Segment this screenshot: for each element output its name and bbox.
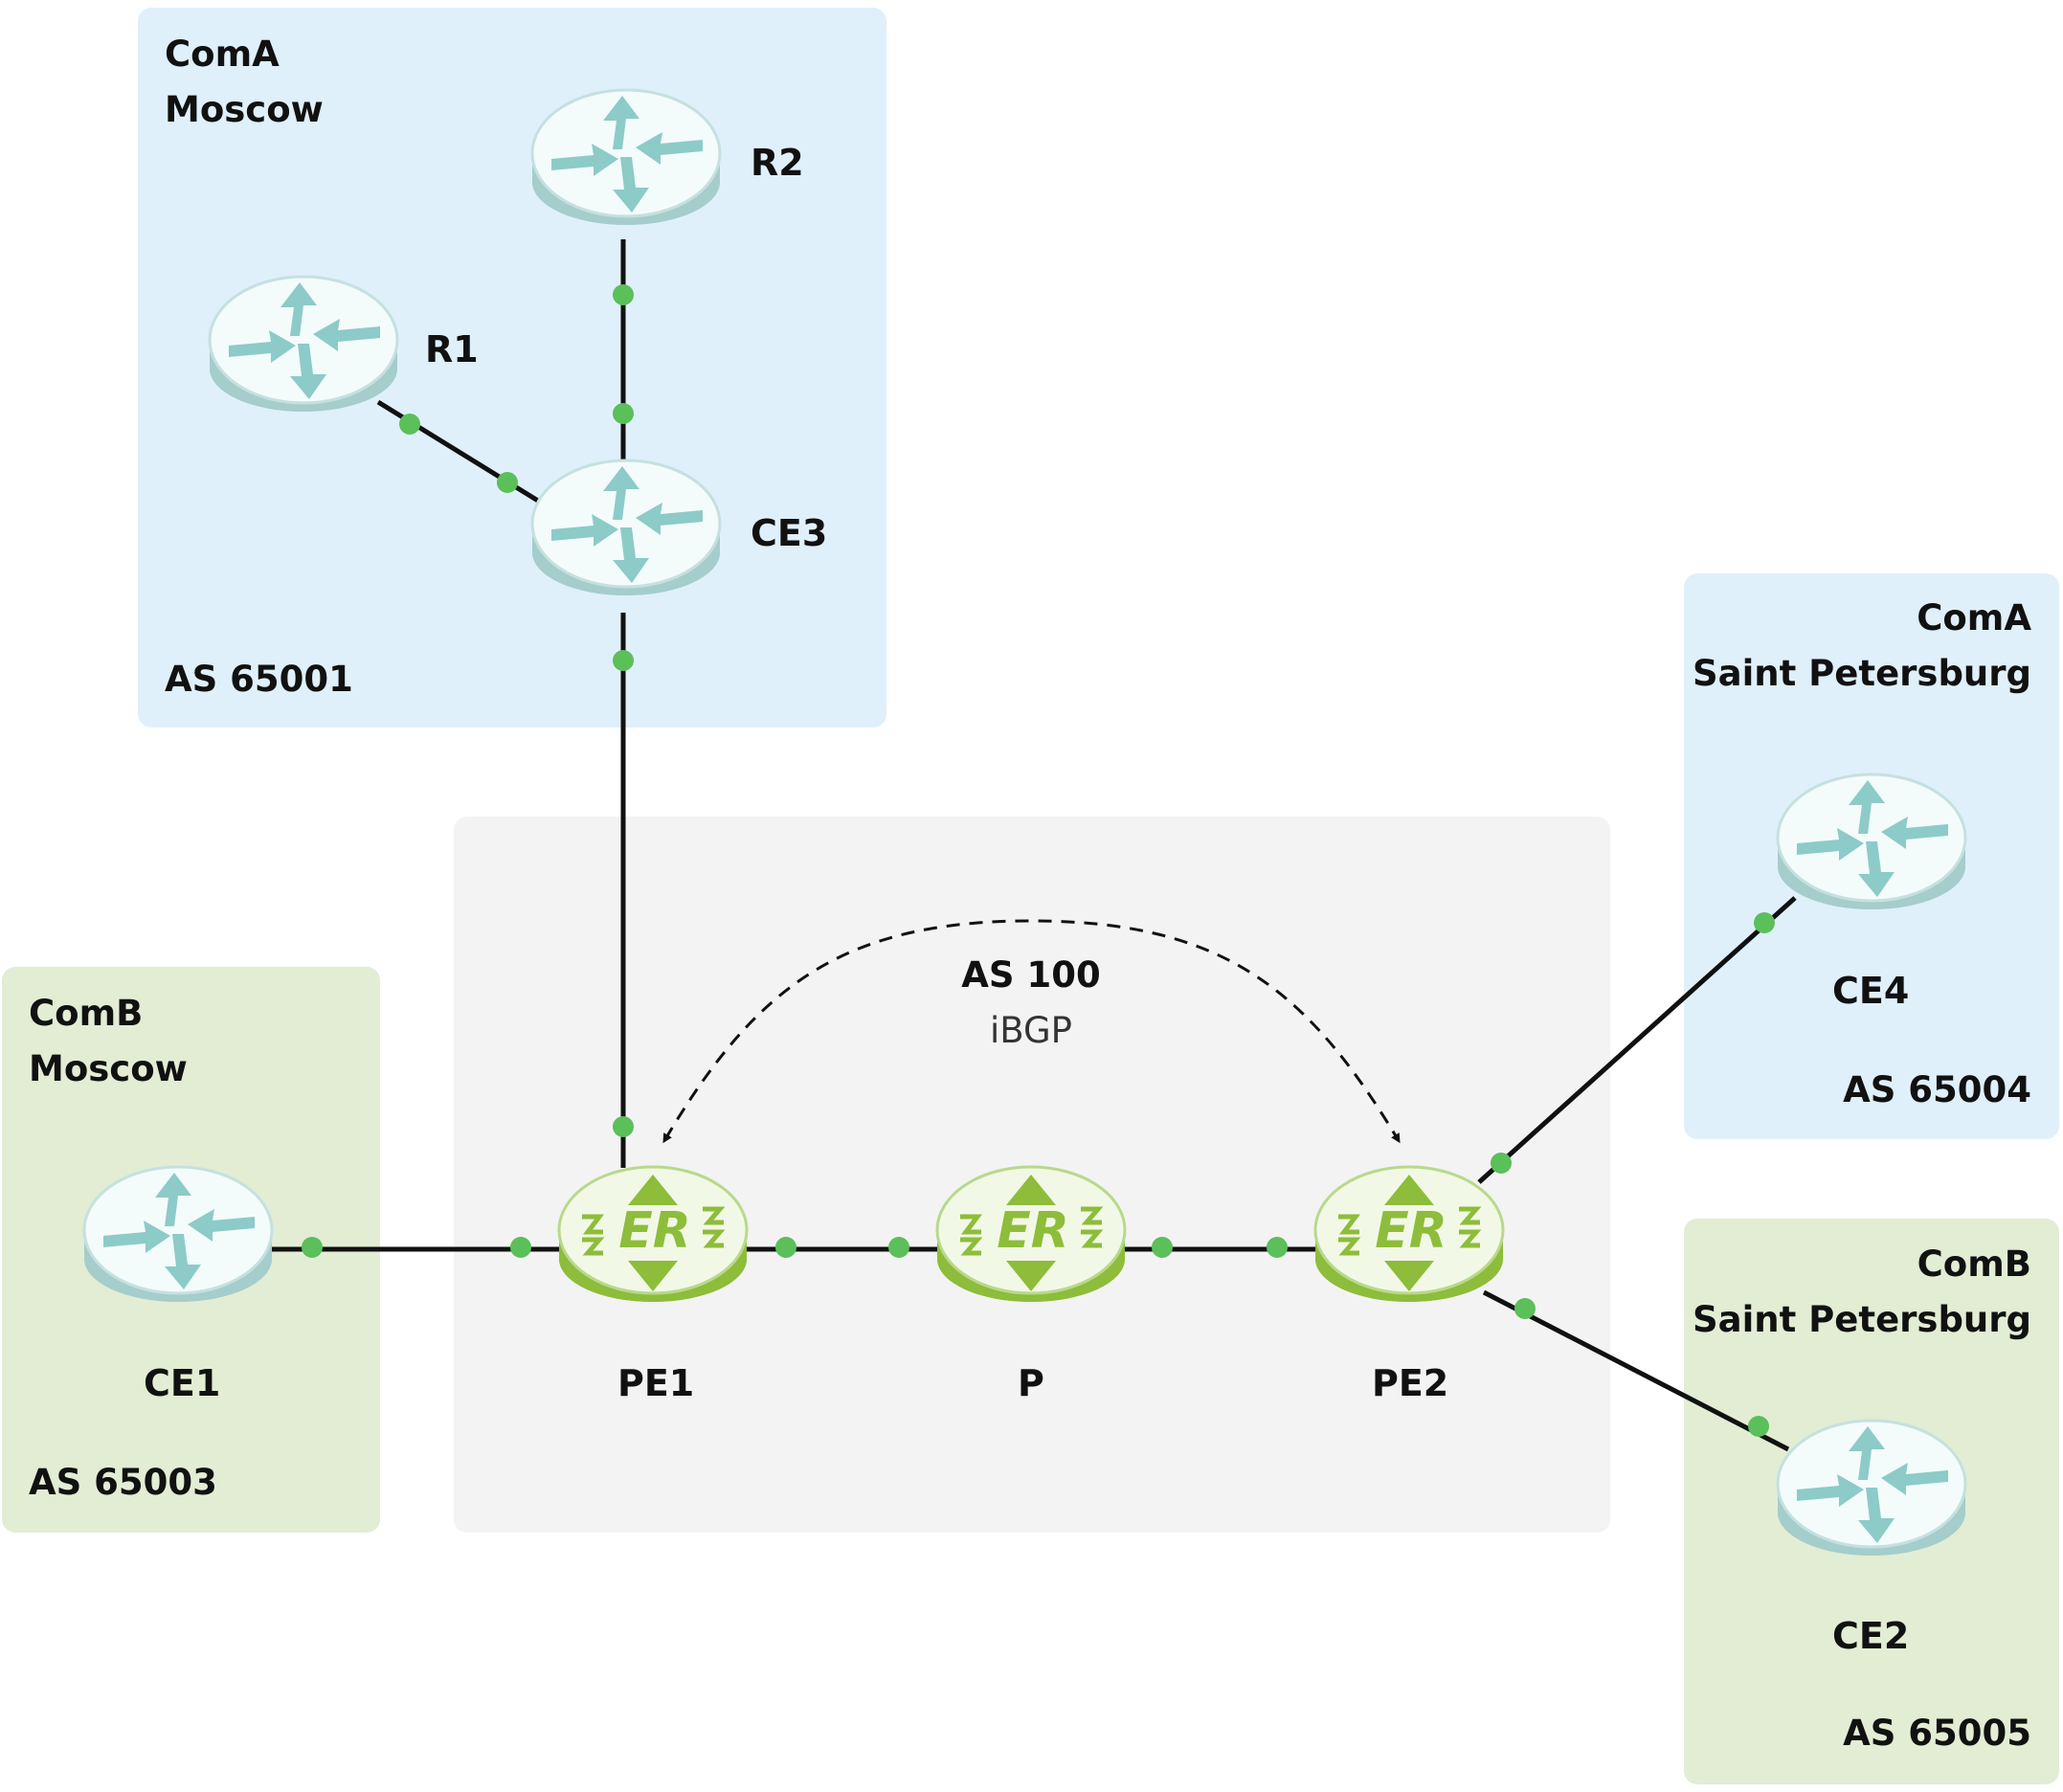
comb-moscow-company: ComB <box>29 993 144 1034</box>
port-dot <box>302 1237 323 1258</box>
port-dot <box>613 284 634 305</box>
port-dot <box>510 1237 531 1258</box>
port-dot <box>613 650 634 671</box>
router-icon-text: ER <box>618 1202 691 1260</box>
port-dot <box>613 403 634 424</box>
coma-moscow-city: Moscow <box>165 89 324 130</box>
router-icon-text: ER <box>1375 1202 1447 1260</box>
ce4-label: CE4 <box>1832 970 1910 1012</box>
ce3-label: CE3 <box>751 512 828 554</box>
r1-router-icon[interactable] <box>208 275 399 414</box>
port-dot <box>1754 912 1775 933</box>
ce2-label: CE2 <box>1832 1615 1910 1657</box>
routers: ER ER ER <box>82 88 1967 1557</box>
provider-as: AS 100 <box>961 954 1101 996</box>
link-pe2-ce2 <box>1482 1289 1790 1452</box>
pe1-label: PE1 <box>617 1362 695 1404</box>
comb-moscow-as: AS 65003 <box>29 1462 217 1503</box>
pe2-router-icon[interactable]: ER <box>1315 1167 1503 1302</box>
coma-moscow-as: AS 65001 <box>165 659 353 700</box>
r1-label: R1 <box>425 328 479 370</box>
comb-spb-as: AS 65005 <box>1843 1713 2031 1754</box>
p-label: P <box>1018 1362 1044 1404</box>
coma-spb-as: AS 65004 <box>1843 1069 2031 1110</box>
link-pe2-ce4 <box>1477 896 1797 1184</box>
port-dot <box>1152 1237 1173 1258</box>
pe1-router-icon[interactable]: ER <box>559 1167 747 1302</box>
router-icon-text: ER <box>997 1202 1069 1260</box>
port-dot <box>613 1116 634 1137</box>
ibgp-label: iBGP <box>990 1010 1072 1051</box>
coma-spb-company: ComA <box>1917 597 2031 638</box>
ce4-router-icon[interactable] <box>1776 773 1967 911</box>
port-dot <box>497 472 518 493</box>
port-dot <box>399 414 420 435</box>
comb-spb-company: ComB <box>1917 1243 2031 1285</box>
r2-router-icon[interactable] <box>530 88 722 227</box>
ce1-router-icon[interactable] <box>82 1165 274 1304</box>
port-dot <box>1748 1416 1769 1437</box>
comb-moscow-city: Moscow <box>29 1048 188 1089</box>
port-dot <box>1514 1298 1536 1319</box>
port-dot <box>1491 1153 1512 1174</box>
coma-moscow-company: ComA <box>165 34 280 75</box>
p-router-icon[interactable]: ER <box>937 1167 1125 1302</box>
coma-spb-city: Saint Petersburg <box>1692 653 2031 694</box>
port-dot <box>888 1237 909 1258</box>
ce1-label: CE1 <box>144 1362 221 1404</box>
comb-spb-city: Saint Petersburg <box>1692 1299 2031 1340</box>
ibgp-arc <box>662 919 1401 1144</box>
r2-label: R2 <box>751 142 804 184</box>
ibgp-session <box>662 919 1401 1144</box>
pe2-label: PE2 <box>1372 1362 1449 1404</box>
port-dot <box>1267 1237 1288 1258</box>
ce2-router-icon[interactable] <box>1776 1419 1967 1557</box>
interface-ports <box>302 284 1775 1437</box>
ce3-router-icon[interactable] <box>530 459 722 597</box>
port-dot <box>775 1237 796 1258</box>
